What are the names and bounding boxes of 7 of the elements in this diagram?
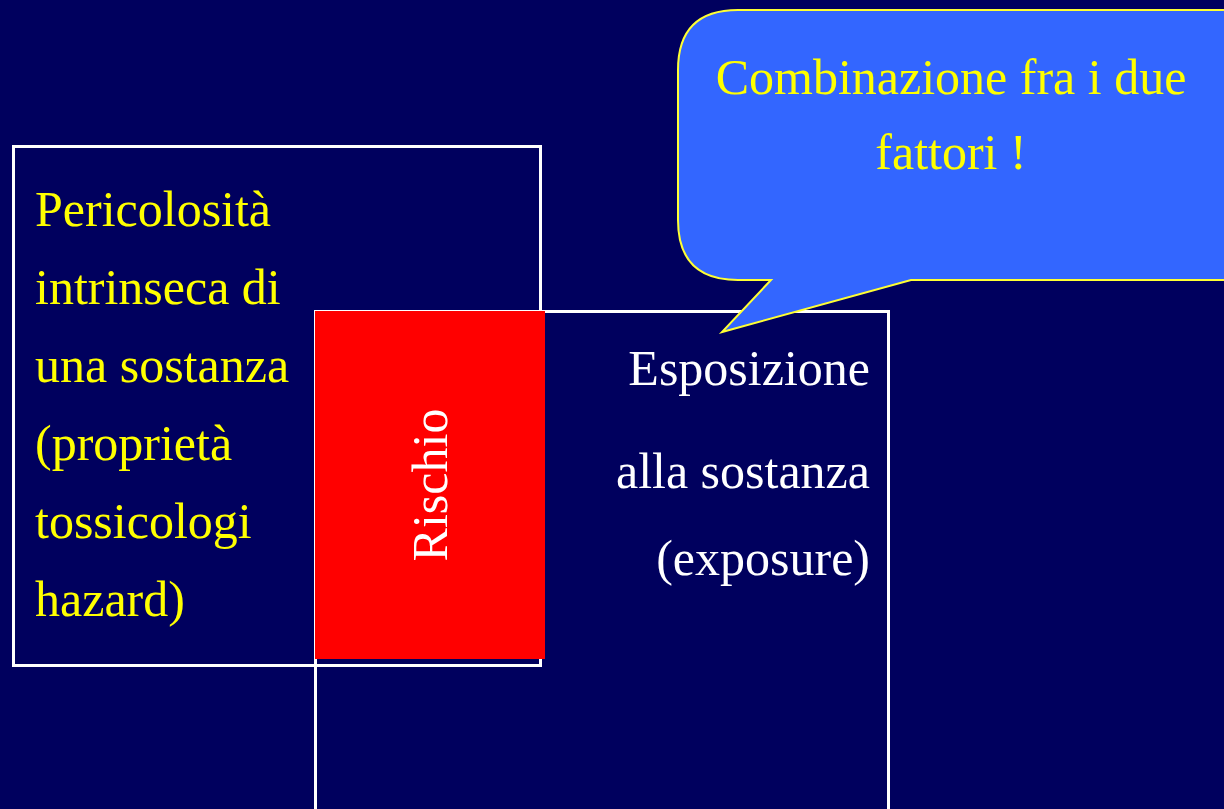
risk-box: [315, 311, 545, 659]
label-text: Pericolosità intrinseca di una sostanza: [35, 180, 291, 395]
label-text: Combinazione fra i due fattori !: [714, 48, 1188, 182]
rotated-label: Rischio: [401, 408, 459, 562]
label-text: (proprietà tossicologi hazard): [35, 414, 253, 629]
label-text: (exposure): [655, 529, 870, 588]
label-text: Esposizione alla sostanza: [614, 339, 870, 501]
